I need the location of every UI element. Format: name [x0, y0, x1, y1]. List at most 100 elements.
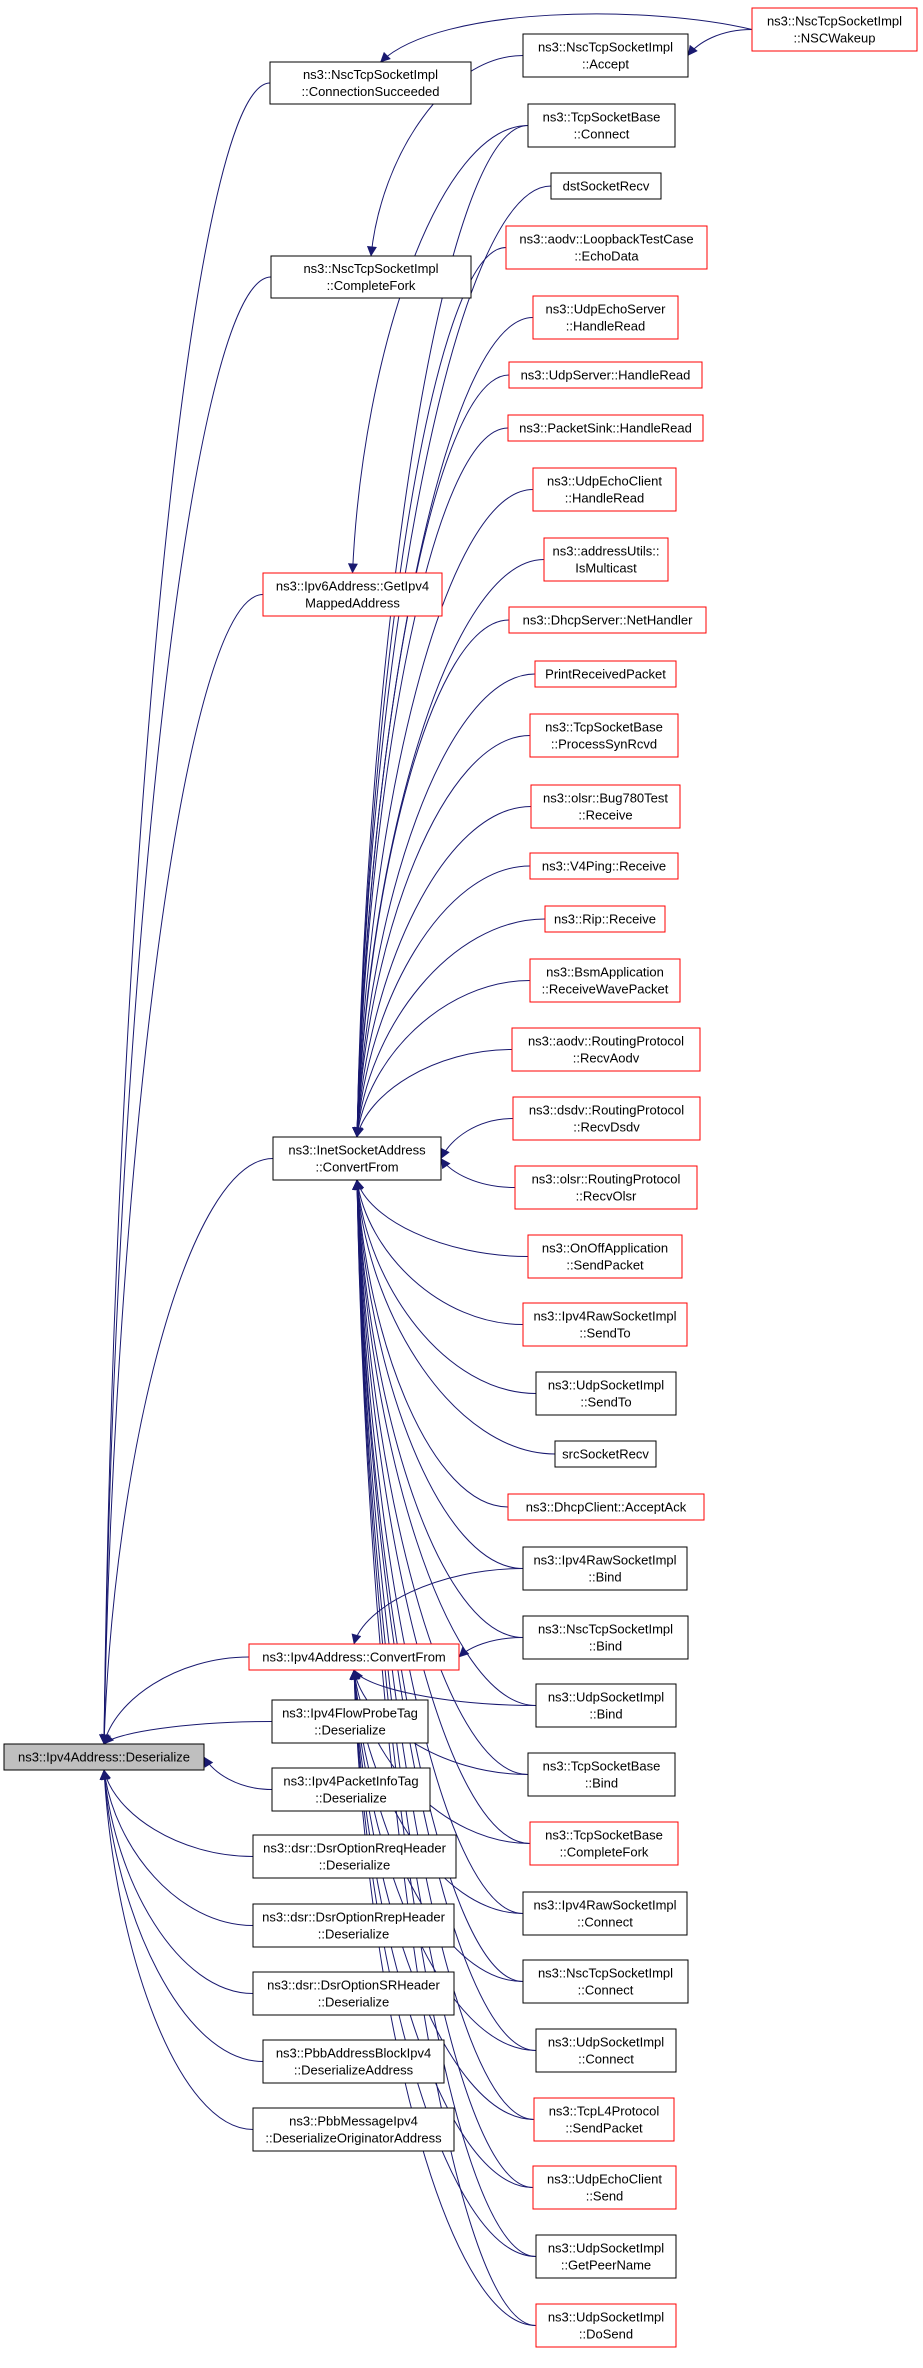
edge-rip-to-inetcf [352, 918, 546, 1138]
node-box [507, 1493, 705, 1521]
node-ns3-bsmapplication-receivewavepacket[interactable]: ns3::BsmApplication::ReceiveWavePacket [529, 958, 681, 1003]
node-label-line: ::SendPacket [566, 1258, 644, 1273]
node-label-line: ns3::TcpSocketBase [545, 1828, 663, 1843]
node-label-line: ns3::BsmApplication [546, 965, 664, 980]
node-ns3-dsr-dsroptionrrepheader-deserialize[interactable]: ns3::dsr::DsrOptionRrepHeader::Deseriali… [252, 1903, 455, 1948]
edge-psyn-to-inetcf [352, 735, 531, 1138]
node-ns3-v4ping-receive[interactable]: ns3::V4Ping::Receive [529, 852, 679, 880]
node-ns3-packetsink-handleread[interactable]: ns3::PacketSink::HandleRead [507, 414, 704, 442]
node-ns3-ipv4rawsocketimpl-sendto[interactable]: ns3::Ipv4RawSocketImpl::SendTo [522, 1302, 688, 1347]
node-ns3-udpsocketimpl-dosend[interactable]: ns3::UdpSocketImpl::DoSend [535, 2303, 677, 2348]
edge-nscbind-to-i4cf [458, 1637, 524, 1658]
node-ns3-addressutils-ismulticast[interactable]: ns3::addressUtils::IsMulticast [543, 537, 669, 582]
node-ns3-ipv4address-convertfrom[interactable]: ns3::Ipv4Address::ConvertFrom [248, 1643, 460, 1671]
node-label-line: ns3::Ipv4FlowProbeTag [282, 1706, 418, 1721]
node-box [270, 255, 472, 299]
node-box [527, 103, 676, 148]
node-ns3-rip-receive[interactable]: ns3::Rip::Receive [544, 905, 666, 933]
edge-sr-to-root [99, 1769, 254, 1994]
node-ns3-onoffapplication-sendpacket[interactable]: ns3::OnOffApplication::SendPacket [527, 1234, 683, 1279]
node-ns3-udpechoclient-handleread[interactable]: ns3::UdpEchoClient::HandleRead [532, 467, 677, 512]
edge-nscwake-to-accept [687, 29, 753, 56]
node-label-line: ns3::TcpSocketBase [545, 720, 663, 735]
node-label-line: ::EchoData [574, 249, 639, 264]
node-ns3-pbbaddressblockipv4-deserializeaddress[interactable]: ns3::PbbAddressBlockIpv4::DeserializeAdd… [262, 2039, 445, 2084]
node-ns3-tcpsocketbase-processsynrcvd[interactable]: ns3::TcpSocketBase::ProcessSynRcvd [529, 713, 679, 758]
node-ns3-ipv4flowprobetag-deserialize[interactable]: ns3::Ipv4FlowProbeTag::Deserialize [271, 1699, 429, 1744]
node-ns3-udpserver-handleread[interactable]: ns3::UdpServer::HandleRead [508, 361, 703, 389]
node-ns3-tcpsocketbase-completefork[interactable]: ns3::TcpSocketBase::CompleteFork [529, 1821, 679, 1866]
node-ns3-udpechoclient-send[interactable]: ns3::UdpEchoClient::Send [532, 2165, 677, 2210]
node-label-line: ns3::Ipv4Address::Deserialize [18, 1750, 190, 1765]
node-ns3-pbbmessageipv4-deserializeoriginatoraddress[interactable]: ns3::PbbMessageIpv4::DeserializeOriginat… [252, 2107, 455, 2152]
node-box [522, 1959, 689, 2004]
node-label-line: ::Connect [578, 2052, 634, 2067]
node-ns3-nsctcpsocketimpl-connect[interactable]: ns3::NscTcpSocketImpl::Connect [522, 1959, 689, 2004]
node-ns3-tcpl4protocol-sendpacket[interactable]: ns3::TcpL4Protocol::SendPacket [533, 2097, 675, 2142]
node-label-line: ns3::dsdv::RoutingProtocol [529, 1103, 684, 1118]
edge-pitag-to-root [203, 1756, 273, 1790]
node-ns3-ipv4rawsocketimpl-bind[interactable]: ns3::Ipv4RawSocketImpl::Bind [522, 1546, 688, 1591]
node-label-line: ns3::Ipv6Address::GetIpv4 [276, 579, 429, 594]
node-box [533, 2097, 675, 2142]
node-label-line: ns3::NscTcpSocketImpl [767, 14, 902, 29]
node-label-line: ::Connect [574, 127, 630, 142]
node-ns3-nsctcpsocketimpl-bind[interactable]: ns3::NscTcpSocketImpl::Bind [522, 1615, 689, 1660]
node-label-line: ns3::V4Ping::Receive [542, 859, 666, 874]
edge-dhcpack-to-inetcf [352, 1179, 509, 1508]
node-dstsocketrecv[interactable]: dstSocketRecv [550, 172, 662, 200]
node-ns3-udpsocketimpl-sendto[interactable]: ns3::UdpSocketImpl::SendTo [535, 1371, 677, 1416]
node-box [522, 33, 689, 78]
node-ns3-dhcpserver-nethandler[interactable]: ns3::DhcpServer::NetHandler [508, 606, 707, 634]
node-ns3-aodv-routingprotocol-recvaodv[interactable]: ns3::aodv::RoutingProtocol::RecvAodv [511, 1027, 701, 1072]
node-box [248, 1643, 460, 1671]
node-box [271, 1699, 429, 1744]
node-ns3-inetsocketaddress-convertfrom[interactable]: ns3::InetSocketAddress::ConvertFrom [272, 1136, 442, 1181]
node-printreceivedpacket[interactable]: PrintReceivedPacket [534, 660, 677, 688]
node-box [522, 1302, 688, 1347]
node-ns3-ipv4packetinfotag-deserialize[interactable]: ns3::Ipv4PacketInfoTag::Deserialize [271, 1767, 431, 1812]
node-ns3-olsr-bug780test-receive[interactable]: ns3::olsr::Bug780Test::Receive [530, 784, 681, 829]
node-label-line: ns3::dsr::DsrOptionRrepHeader [262, 1910, 445, 1925]
node-box [252, 2107, 455, 2152]
node-label-line: ns3::Ipv4PacketInfoTag [283, 1774, 418, 1789]
node-ns3-ipv4address-deserialize[interactable]: ns3::Ipv4Address::Deserialize [3, 1743, 205, 1771]
node-ns3-aodv-loopbacktestcase-echodata[interactable]: ns3::aodv::LoopbackTestCase::EchoData [505, 225, 708, 270]
node-ns3-tcpsocketbase-connect[interactable]: ns3::TcpSocketBase::Connect [527, 103, 676, 148]
node-ns3-nsctcpsocketimpl-accept[interactable]: ns3::NscTcpSocketImpl::Accept [522, 33, 689, 78]
edge-rreq-to-root [101, 1769, 254, 1857]
node-srcsocketrecv[interactable]: srcSocketRecv [554, 1440, 657, 1468]
node-label-line: ::HandleRead [566, 319, 646, 334]
node-box [252, 1971, 455, 2016]
node-ns3-ipv4rawsocketimpl-connect[interactable]: ns3::Ipv4RawSocketImpl::Connect [522, 1891, 688, 1936]
node-label-line: IsMulticast [575, 561, 637, 576]
node-ns3-nsctcpsocketimpl-completefork[interactable]: ns3::NscTcpSocketImpl::CompleteFork [270, 255, 472, 299]
node-label-line: ns3::Ipv4Address::ConvertFrom [262, 1650, 446, 1665]
edge-l4send-to-inetcf [352, 1179, 535, 2120]
node-ns3-udpsocketimpl-getpeername[interactable]: ns3::UdpSocketImpl::GetPeerName [535, 2234, 677, 2279]
edge-tcpconn-to-inetcf [352, 125, 529, 1138]
edge-tcpcfork-to-inetcf [352, 1179, 531, 1844]
node-ns3-nsctcpsocketimpl-connectionsucceeded[interactable]: ns3::NscTcpSocketImpl::ConnectionSucceed… [269, 61, 472, 105]
node-ns3-udpsocketimpl-bind[interactable]: ns3::UdpSocketImpl::Bind [535, 1683, 677, 1728]
node-ns3-dhcpclient-acceptack[interactable]: ns3::DhcpClient::AcceptAck [507, 1493, 705, 1521]
node-ns3-olsr-routingprotocol-recvolsr[interactable]: ns3::olsr::RoutingProtocol::RecvOlsr [514, 1165, 698, 1210]
node-box [550, 172, 662, 200]
node-ns3-tcpsocketbase-bind[interactable]: ns3::TcpSocketBase::Bind [527, 1752, 676, 1797]
node-label-line: ns3::TcpSocketBase [543, 1759, 661, 1774]
edge-aodvecho-to-inetcf [352, 247, 507, 1138]
edge-tcpbind-to-inetcf [352, 1179, 529, 1775]
edge-inetcf-to-root [99, 1158, 274, 1745]
node-label-line: ::CompleteFork [560, 1845, 649, 1860]
node-box [532, 2165, 677, 2210]
node-ns3-udpechoserver-handleread[interactable]: ns3::UdpEchoServer::HandleRead [532, 295, 679, 340]
edge-accept-to-cfork [366, 55, 524, 257]
node-ns3-dsdv-routingprotocol-recvdsdv[interactable]: ns3::dsdv::RoutingProtocol::RecvDsdv [512, 1096, 701, 1141]
node-ns3-nsctcpsocketimpl-nscwakeup[interactable]: ns3::NscTcpSocketImpl::NSCWakeup [751, 7, 918, 52]
node-ns3-dsr-dsroptionsrheader-deserialize[interactable]: ns3::dsr::DsrOptionSRHeader::Deserialize [252, 1971, 455, 2016]
node-ns3-udpsocketimpl-connect[interactable]: ns3::UdpSocketImpl::Connect [535, 2028, 677, 2073]
node-ns3-dsr-dsroptionrreqheader-deserialize[interactable]: ns3::dsr::DsrOptionRreqHeader::Deseriali… [252, 1834, 457, 1879]
node-box [530, 784, 681, 829]
edge-rrep-to-root [100, 1769, 254, 1926]
